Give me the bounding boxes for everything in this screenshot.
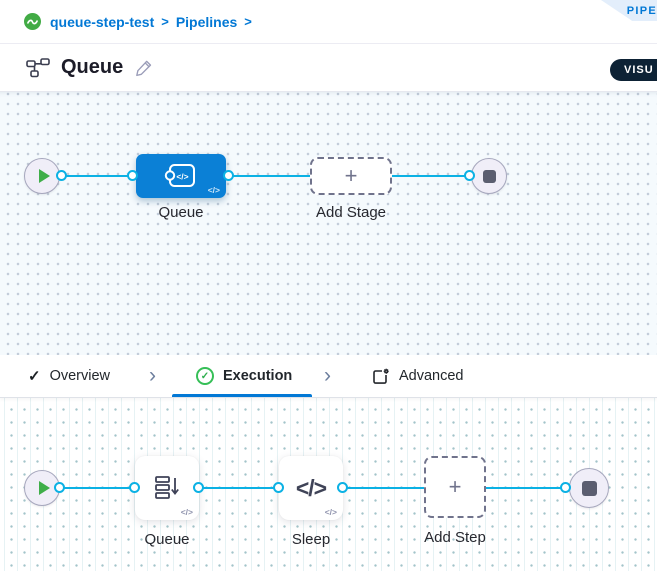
page-title: Queue <box>61 56 124 78</box>
code-badge: </> <box>324 507 337 517</box>
stage-canvas[interactable]: </> </> Queue + Add Stage <box>0 92 657 355</box>
link-port <box>54 482 65 493</box>
breadcrumb-separator: > <box>161 14 169 29</box>
edit-pipeline-name-button[interactable] <box>135 59 153 77</box>
tab-label: Overview <box>49 368 111 384</box>
step-label: Queue <box>144 531 190 548</box>
queue-step-icon <box>155 476 179 499</box>
link-port <box>464 170 475 181</box>
pipeline-end-node[interactable] <box>471 158 507 194</box>
pipeline-header: Queue VISU <box>0 44 657 92</box>
play-icon <box>38 481 50 495</box>
link-port <box>223 170 234 181</box>
link-port <box>127 170 138 181</box>
code-badge: </> <box>180 507 193 517</box>
active-tab-underline <box>172 394 312 397</box>
tab-execution[interactable]: ✓ Execution <box>196 355 292 397</box>
link-port <box>560 482 571 493</box>
breadcrumb-project-link[interactable]: queue-step-test <box>50 13 155 30</box>
breadcrumb: queue-step-test > Pipelines > <box>0 0 657 44</box>
advanced-settings-icon <box>372 368 390 385</box>
link-port <box>273 482 284 493</box>
stage-label: Queue <box>158 204 204 221</box>
visual-yaml-toggle[interactable]: VISU <box>610 59 657 81</box>
step-node-sleep[interactable]: </> </> <box>279 456 343 520</box>
play-icon <box>38 169 50 183</box>
add-step-button[interactable]: + <box>424 456 486 518</box>
stop-icon <box>581 480 597 496</box>
check-icon: ✓ <box>200 370 210 382</box>
code-glyph: </> <box>176 172 188 182</box>
tab-label: Execution <box>223 368 293 384</box>
stage-node-queue[interactable]: </> </> <box>136 154 226 198</box>
add-stage-button[interactable]: + <box>310 157 392 195</box>
plus-icon: + <box>448 474 462 499</box>
code-icon: </> <box>295 474 327 501</box>
check-icon: ✓ <box>28 368 41 385</box>
tab-advanced[interactable]: Advanced <box>372 355 464 397</box>
chevron-right-icon: › <box>324 364 331 387</box>
link-port <box>193 482 204 493</box>
execution-canvas[interactable]: </> Queue </> </> Sleep + Add Step <box>0 397 657 571</box>
link-port <box>129 482 140 493</box>
step-label: Sleep <box>291 531 331 548</box>
stage-config-tabs: ✓ Overview › ✓ Execution › Advanced <box>0 355 657 398</box>
pipeline-icon <box>26 57 50 78</box>
plus-icon: + <box>344 163 358 188</box>
execution-end-node[interactable] <box>569 468 609 508</box>
chevron-right-icon: › <box>149 364 156 387</box>
check-circle-icon: ✓ <box>196 367 214 385</box>
code-badge: </> <box>207 185 220 195</box>
breadcrumb-pipelines-link[interactable]: Pipelines <box>175 13 238 30</box>
tab-overview[interactable]: ✓ Overview <box>28 355 110 397</box>
add-stage-label: Add Stage <box>315 204 387 221</box>
breadcrumb-separator: > <box>244 14 252 29</box>
add-step-label: Add Step <box>424 529 486 546</box>
stop-icon <box>482 169 496 183</box>
pipeline-start-node[interactable] <box>24 158 60 194</box>
link-port <box>56 170 67 181</box>
stage-flow-line <box>60 175 472 177</box>
step-node-queue[interactable]: </> <box>135 456 199 520</box>
link-port <box>337 482 348 493</box>
template-stage-icon: </> <box>164 164 195 187</box>
harness-logo-icon[interactable] <box>24 13 41 30</box>
tab-label: Advanced <box>399 368 464 384</box>
